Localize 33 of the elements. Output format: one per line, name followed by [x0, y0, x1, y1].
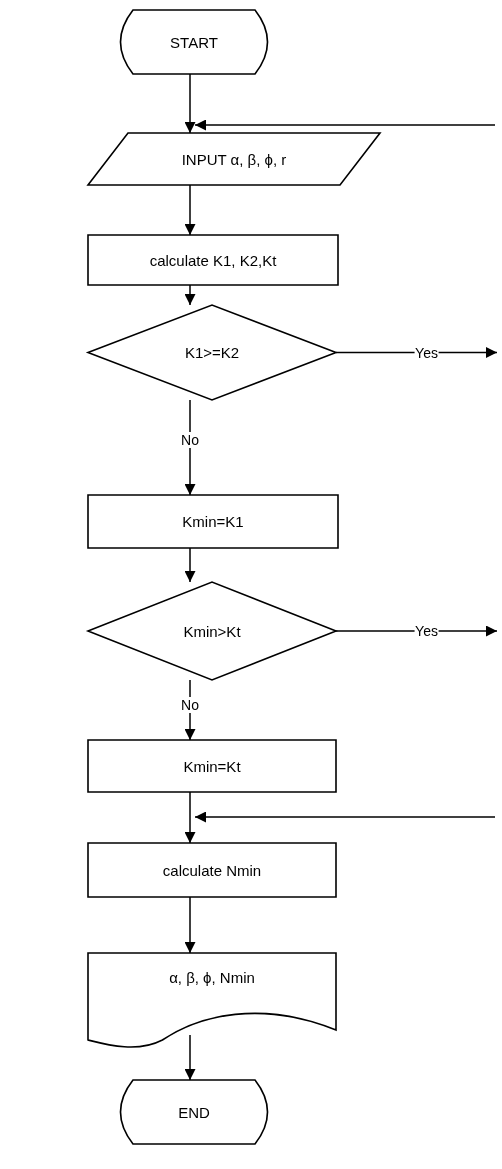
process-box — [88, 235, 338, 285]
node-label: Kmin>Kt — [183, 622, 241, 640]
process-box — [88, 495, 338, 548]
node-label: END — [178, 1103, 210, 1121]
arrow — [184, 399, 196, 496]
document-shape — [88, 953, 336, 1045]
node-label: calculate Nmin — [162, 861, 262, 879]
node-label: INPUT α, β, ϕ, r — [181, 150, 287, 168]
process-box — [88, 843, 336, 897]
arrow — [184, 791, 196, 844]
input-parallelogram — [88, 133, 380, 185]
arrow — [184, 547, 196, 583]
arrow — [184, 679, 196, 741]
decision-diamond — [88, 582, 336, 680]
node-label: START — [170, 33, 218, 51]
arrow — [184, 73, 196, 134]
decision-diamond — [88, 305, 336, 400]
arrow — [184, 1034, 196, 1081]
node-label: Kmin=K1 — [182, 513, 244, 530]
arrow — [184, 184, 196, 236]
edge-label: No — [180, 431, 200, 448]
process-box — [88, 740, 336, 792]
arrow — [184, 896, 196, 954]
edge-label: Yes — [414, 623, 439, 639]
node-label: α, β, ϕ, Nmin — [169, 968, 255, 986]
edge-label: No — [180, 697, 200, 714]
node-label: Kmin=Kt — [183, 757, 241, 775]
node-label: calculate K1, K2,Kt — [149, 251, 277, 269]
arrow — [335, 625, 498, 637]
arrow — [194, 811, 496, 823]
arrow — [184, 284, 196, 306]
arrow — [194, 119, 496, 131]
node-label: K1>=K2 — [184, 344, 240, 361]
